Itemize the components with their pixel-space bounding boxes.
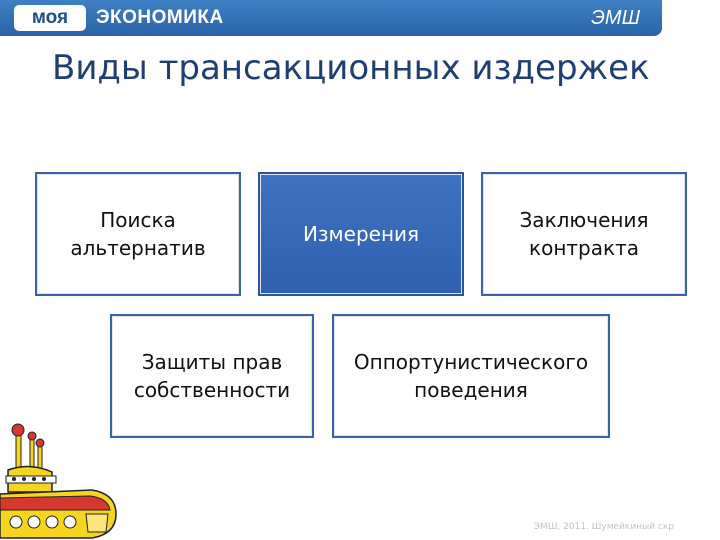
box-contract: Заключения контракта [481, 172, 687, 296]
header-bar: моя ЭКОНОМИКА ЭМШ [0, 0, 662, 36]
box-search-line1: Поиска [100, 208, 176, 232]
box-contract-line1: Заключения [519, 208, 649, 232]
brand-emsh-label: ЭМШ [591, 7, 640, 29]
brand-economics-label: ЭКОНОМИКА [96, 7, 224, 28]
box-opportunism-line1: Оппортунистического [353, 350, 589, 374]
box-opportunism-line2: поведения [414, 378, 528, 402]
box-search-alternatives: Поиска альтернатив [35, 172, 241, 296]
box-property-line2: собственности [133, 378, 291, 402]
brand-moya-badge: моя [14, 5, 86, 31]
box-contract-line2: контракта [529, 236, 639, 260]
box-opportunism: Оппортунистического поведения [332, 314, 610, 438]
box-property-line1: Защиты прав [141, 350, 283, 374]
box-measurement-line1: Измерения [302, 222, 420, 246]
slide-title: Виды трансакционных издержек [52, 48, 650, 88]
box-measurement: Измерения [258, 172, 464, 296]
yellow-submarine-icon [0, 423, 117, 539]
footer-credit: ЭМШ, 2011. Шумейкиный скр [533, 522, 674, 532]
box-search-line2: альтернатив [70, 236, 206, 260]
box-property-rights: Защиты прав собственности [110, 314, 314, 438]
